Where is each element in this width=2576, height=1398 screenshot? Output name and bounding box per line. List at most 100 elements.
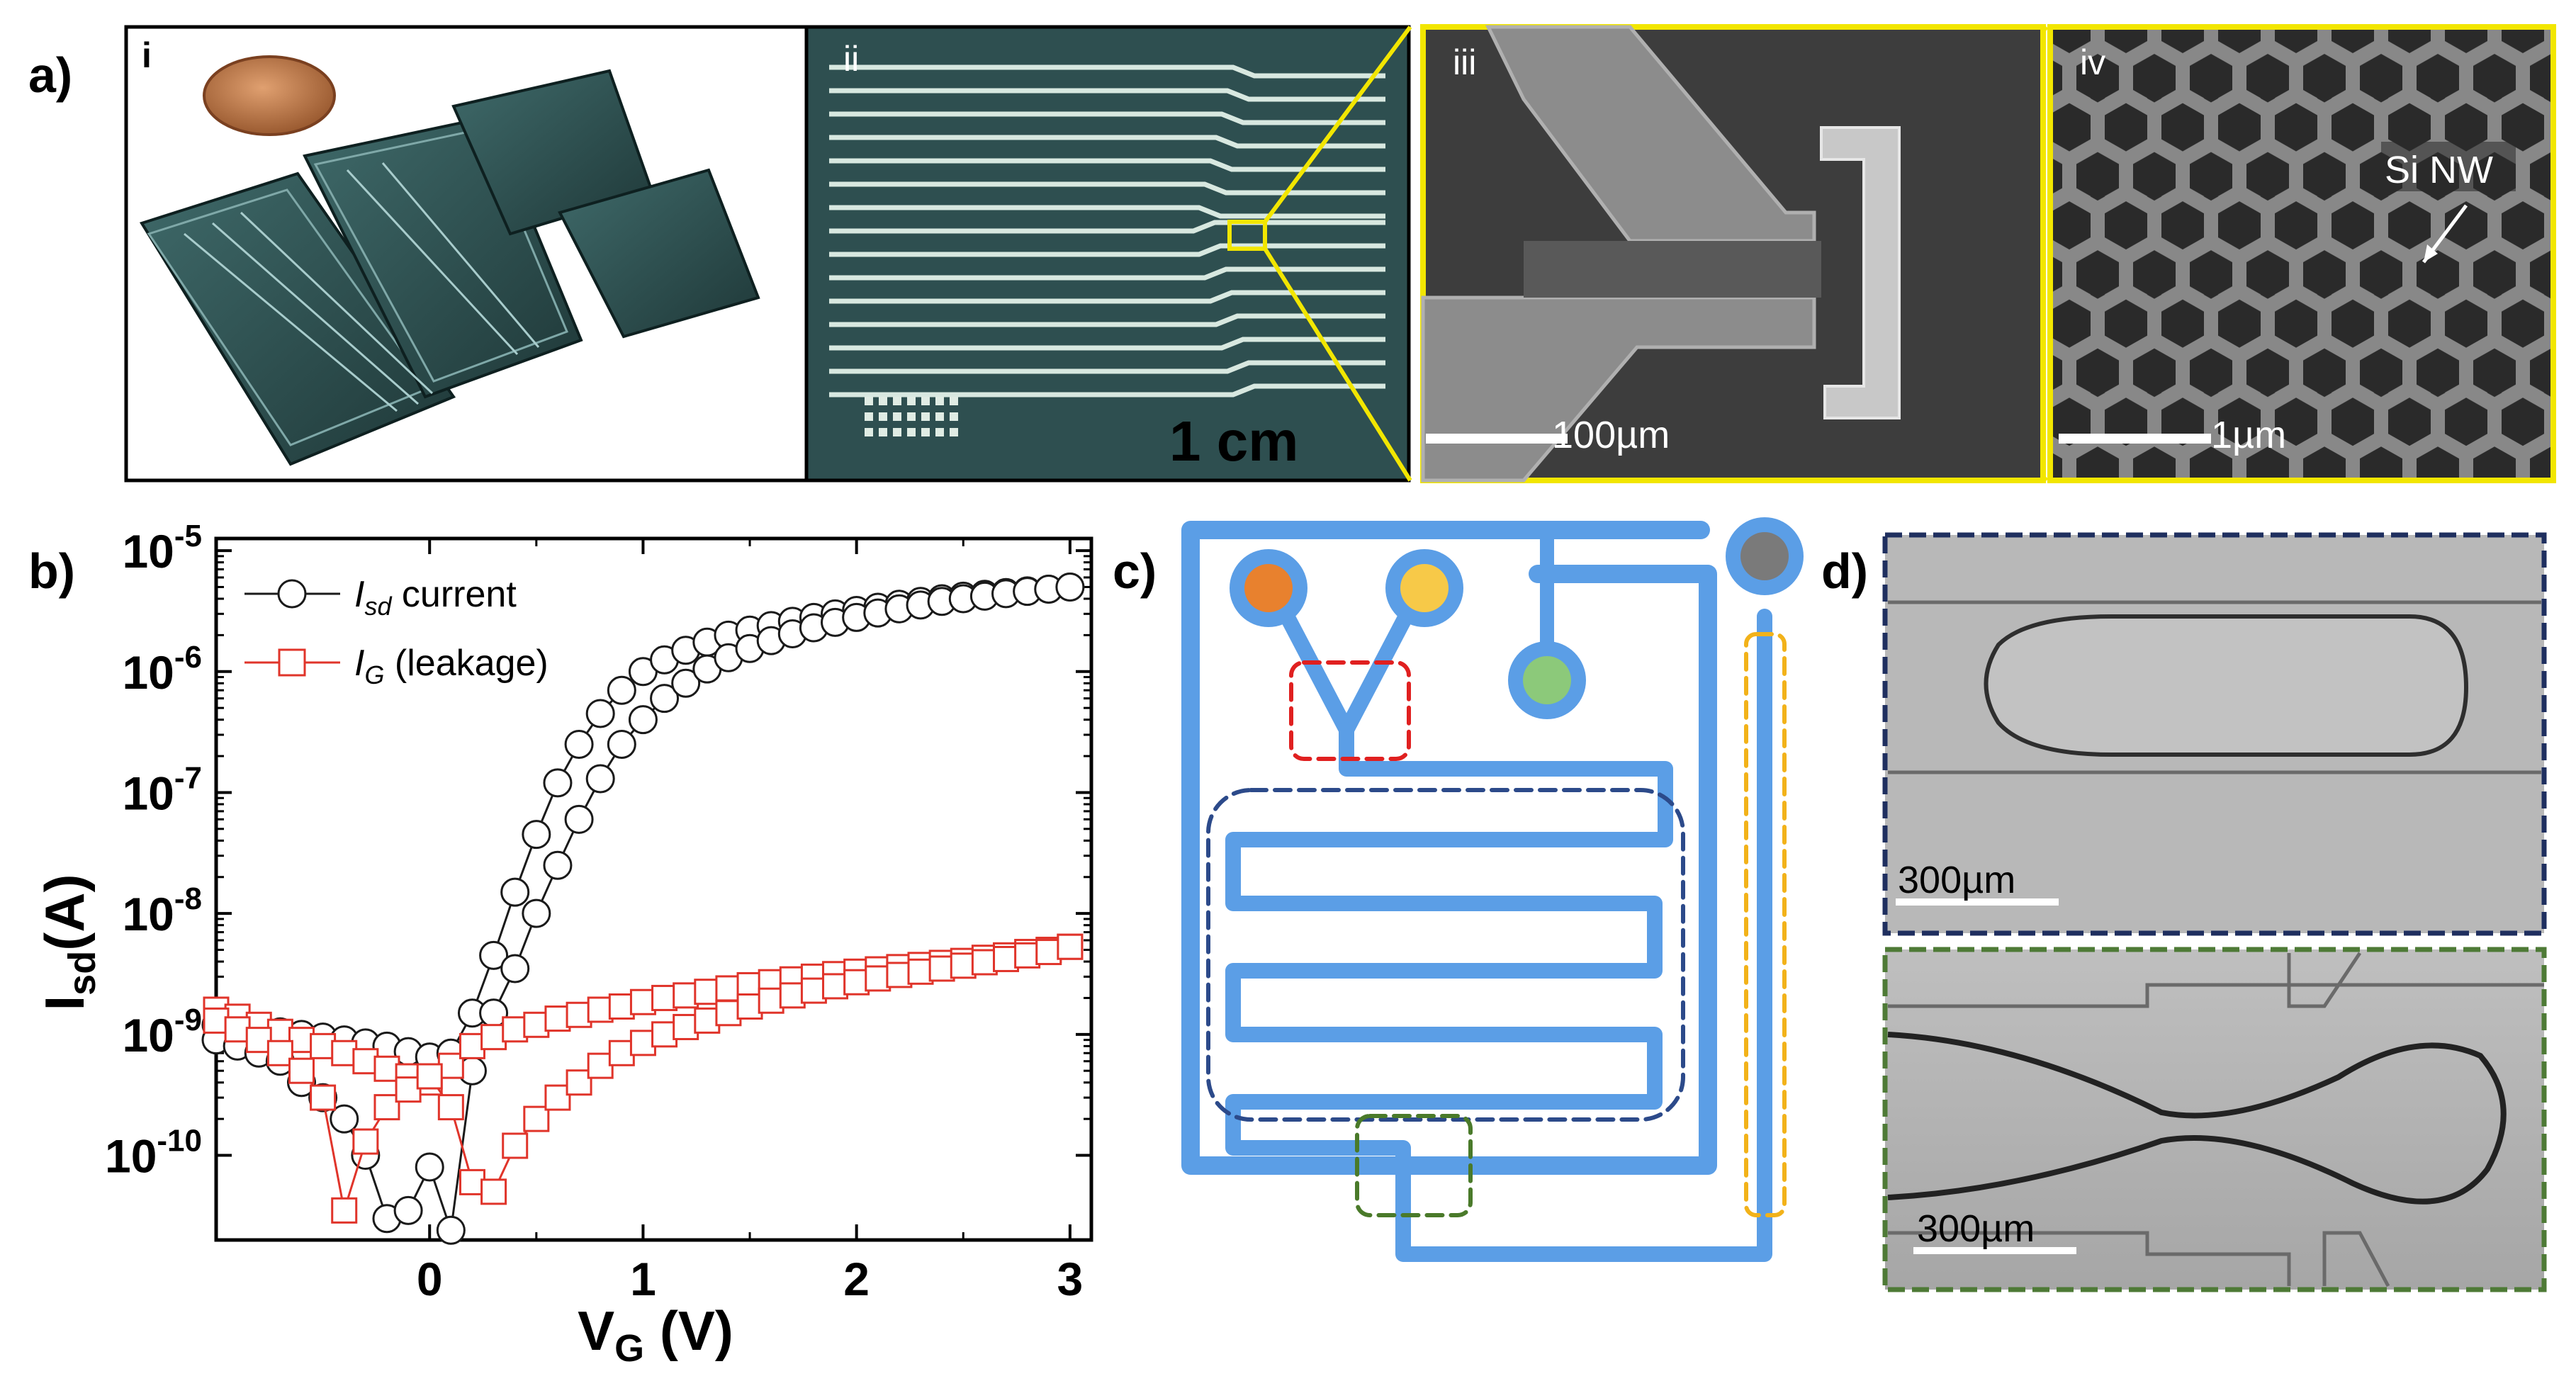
- y-tick-base: 10: [105, 1130, 157, 1183]
- legend-ig-rest: (leakage): [384, 643, 548, 684]
- y-axis-title-unit: (A): [33, 874, 96, 951]
- series-0-point: [500, 954, 530, 983]
- panel-a-ii-scale: 1 cm: [1169, 410, 1298, 473]
- panel-a-i-label: i: [142, 35, 152, 75]
- series-1-point: [245, 1027, 272, 1054]
- legend-marker-circle: [277, 579, 307, 609]
- series-1-point: [779, 982, 806, 1009]
- x-tick-label: 1: [630, 1253, 656, 1305]
- x-axis-title-main: V: [578, 1300, 614, 1362]
- series-1-point: [459, 1168, 485, 1195]
- y-tick-exp: -5: [174, 519, 202, 553]
- series-1-point: [1014, 942, 1041, 969]
- y-axis-title: Isd(A): [33, 874, 103, 1011]
- panel-a-ii-chip: ii 1 cm: [804, 25, 1411, 483]
- series-1-point: [310, 1032, 337, 1059]
- series-0-point: [607, 675, 636, 705]
- series-0-point: [436, 1215, 466, 1245]
- series-1-point: [331, 1197, 358, 1224]
- y-tick-base: 10: [122, 888, 174, 940]
- y-tick-base: 10: [122, 767, 174, 819]
- series-1-point: [416, 1063, 443, 1090]
- series-0-point: [671, 668, 701, 698]
- series-0-point: [607, 730, 636, 760]
- series-1-point: [673, 982, 699, 1009]
- y-tick-base: 10: [122, 1009, 174, 1061]
- y-tick-exp: -8: [174, 881, 202, 916]
- series-1-point: [310, 1084, 337, 1111]
- panel-a-iii-sem: 100µm iii: [1420, 24, 2046, 483]
- series-1-point: [502, 1132, 529, 1159]
- series-0-point: [479, 940, 509, 970]
- legend-isd-rest: current: [391, 574, 517, 615]
- box-orange: [1744, 632, 1787, 1217]
- series-0-point: [522, 898, 551, 928]
- panel-c-schematic: [1181, 517, 1804, 1262]
- panel-d-top-scale: 300µm: [1898, 859, 2015, 901]
- series-0-point: [330, 1104, 359, 1134]
- svg-text:Isd current: Isd current: [354, 574, 517, 621]
- series-0-point: [543, 850, 573, 880]
- series-1-point: [266, 1039, 293, 1066]
- serpentine-channel: [1225, 609, 1772, 1262]
- inlets: [1230, 517, 1804, 719]
- x-axis-title: VG (V): [578, 1300, 733, 1370]
- panel-a-i-photo: i: [124, 25, 809, 483]
- series-1-point: [437, 1094, 464, 1121]
- electrode-lines: [829, 64, 1385, 398]
- y-tick-exp: -7: [174, 760, 202, 795]
- svg-text:IG (leakage): IG (leakage): [354, 643, 549, 689]
- penny: [203, 55, 336, 136]
- legend-entry-ig: IG (leakage): [244, 643, 549, 689]
- series-0-point: [585, 699, 615, 728]
- series-1-point: [587, 1052, 614, 1079]
- series-1-point: [928, 955, 955, 982]
- y-tick-label: 10-10: [105, 1124, 202, 1183]
- series-1-point: [544, 1084, 571, 1111]
- panel-a-ii-label: ii: [843, 39, 859, 79]
- panel-a-iv-scale: 1µm: [2211, 414, 2286, 456]
- series-0-point: [564, 804, 594, 834]
- legend-isd-sub: sd: [364, 592, 392, 621]
- x-tick-label: 3: [1057, 1253, 1084, 1305]
- series-1-point: [1057, 933, 1084, 960]
- droplet-bottom: [1887, 1032, 2507, 1205]
- series-0-point: [628, 705, 658, 735]
- series-1-point: [288, 1057, 315, 1084]
- y-tick-label: 10-8: [122, 881, 202, 940]
- legend-entry-isd: Isd current: [244, 574, 517, 621]
- series-1-point: [523, 1011, 550, 1038]
- x-axis-title-sub: G: [614, 1327, 644, 1370]
- series-1-point: [651, 984, 678, 1011]
- series-0-point: [564, 730, 594, 760]
- panel-a-iii-scale: 100µm: [1552, 414, 1670, 456]
- series-layer: [201, 572, 1085, 1245]
- y-tick-base: 10: [122, 525, 174, 577]
- legend-ig-main: I: [354, 643, 364, 684]
- y-tick-label: 10-5: [122, 519, 202, 577]
- panel-b-letter: b): [28, 543, 75, 599]
- series-1-point: [480, 1178, 507, 1205]
- series-1-point: [907, 958, 934, 985]
- series-1-point: [843, 969, 870, 996]
- y-tick-exp: -10: [157, 1124, 202, 1159]
- series-0-point: [543, 768, 573, 798]
- box-red: [1289, 660, 1411, 761]
- x-axis-title-unit: (V): [644, 1300, 733, 1362]
- panel-a-iv-annotation: Si NW: [2385, 149, 2493, 191]
- series-1-point: [950, 952, 977, 979]
- series-0-point: [393, 1195, 423, 1225]
- panel-d-bottom-micrograph: 300µm: [1882, 947, 2547, 1292]
- series-0-point: [650, 684, 680, 714]
- contact-pads: [865, 397, 958, 436]
- legend: Isd current IG (leakage): [244, 574, 549, 689]
- series-1-point: [203, 1007, 230, 1034]
- series-1-point: [459, 1032, 485, 1059]
- zoom-box-ii: [1227, 220, 1267, 251]
- series-1-point: [566, 1069, 592, 1096]
- legend-marker-square: [278, 648, 306, 677]
- series-0-point: [415, 1152, 444, 1182]
